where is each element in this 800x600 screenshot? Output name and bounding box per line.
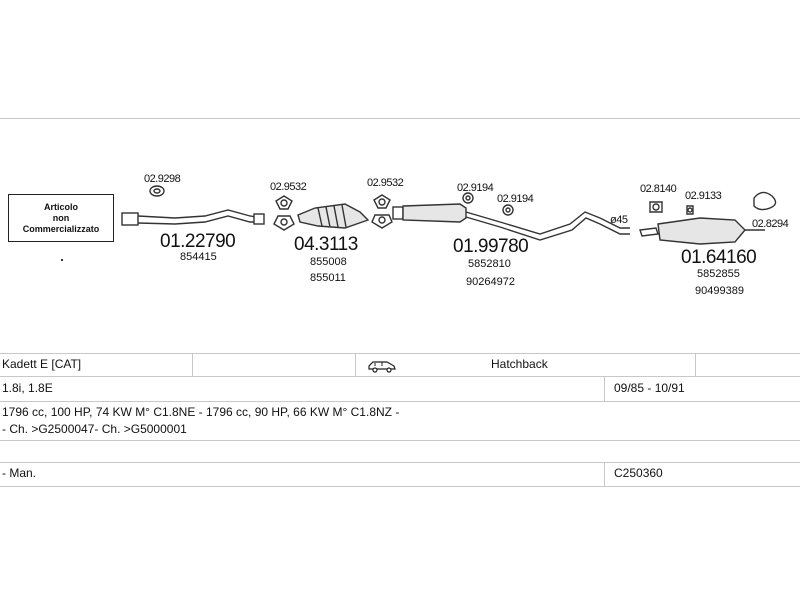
transmission: - Man. bbox=[2, 466, 37, 480]
note-line-2: non bbox=[52, 212, 70, 223]
part-number-catalyst[interactable]: 04.3113 bbox=[294, 234, 358, 255]
catalytic-converter-drawing bbox=[297, 203, 370, 229]
kit-code: C250360 bbox=[614, 466, 663, 480]
col-divider-1 bbox=[192, 353, 193, 376]
note-line-1: Articolo bbox=[43, 201, 78, 212]
oem-catalyst-2: 855011 bbox=[310, 272, 346, 284]
hanger-middle-2-ref[interactable]: 02.9194 bbox=[497, 193, 534, 205]
body-type: Hatchback bbox=[491, 357, 548, 371]
col-divider-years bbox=[604, 376, 605, 401]
oem-catalyst-1: 855008 bbox=[310, 256, 347, 268]
clamp-drawing bbox=[149, 185, 165, 197]
gasket-left-ref[interactable]: 02.9532 bbox=[270, 181, 307, 193]
front-pipe-drawing bbox=[121, 209, 265, 226]
oem-front-pipe-1: 854415 bbox=[180, 251, 217, 263]
clamp-ref[interactable]: 02.9298 bbox=[144, 173, 181, 185]
col-divider-code bbox=[604, 462, 605, 486]
oem-middle-silencer-1: 5852810 bbox=[468, 258, 511, 270]
gasket-right-ref[interactable]: 02.9532 bbox=[367, 177, 404, 189]
col-divider-3 bbox=[695, 353, 696, 376]
part-number-rear-silencer[interactable]: 01.64160 bbox=[681, 247, 757, 268]
oem-rear-silencer-2: 90499389 bbox=[695, 285, 744, 297]
rear-silencer-drawing bbox=[639, 217, 765, 245]
hanger-middle-1-ref[interactable]: 02.9194 bbox=[457, 182, 494, 194]
dot-marker bbox=[61, 259, 63, 261]
hanger-rear-2-ref[interactable]: 02.9133 bbox=[685, 190, 722, 202]
production-years: 09/85 - 10/91 bbox=[614, 381, 685, 395]
note-line-3: Commercializzato bbox=[22, 223, 100, 234]
model-name: Kadett E [CAT] bbox=[2, 357, 82, 371]
table-top-border bbox=[0, 353, 800, 354]
car-icon bbox=[368, 361, 396, 373]
middle-hangers-drawing bbox=[462, 192, 514, 216]
pipe-diameter-label: ø45 bbox=[610, 214, 628, 226]
part-number-front-pipe[interactable]: 01.22790 bbox=[160, 231, 236, 252]
part-number-middle-silencer[interactable]: 01.99780 bbox=[453, 236, 529, 257]
oem-middle-silencer-2: 90264972 bbox=[466, 276, 515, 288]
rear-hangers-drawing bbox=[649, 191, 777, 215]
middle-silencer-drawing bbox=[392, 203, 630, 241]
table-row-divider-3 bbox=[0, 440, 800, 441]
exhaust-diagram bbox=[121, 185, 777, 245]
table-bottom-border bbox=[0, 486, 800, 487]
engine-versions: 1.8i, 1.8E bbox=[2, 381, 53, 395]
chassis-range: - Ch. >G2500047- Ch. >G5000001 bbox=[2, 422, 187, 436]
hanger-rear-1-ref[interactable]: 02.8140 bbox=[640, 183, 677, 195]
table-row-divider-4 bbox=[0, 462, 800, 463]
gasket-right-drawing bbox=[371, 194, 393, 229]
table-row-divider-1 bbox=[0, 376, 800, 377]
not-commercialized-box: Articolo non Commercializzato bbox=[8, 194, 114, 242]
engine-specs: 1796 cc, 100 HP, 74 KW M° C1.8NE - 1796 … bbox=[2, 405, 400, 419]
gasket-left-drawing bbox=[273, 195, 295, 231]
table-row-divider-2 bbox=[0, 401, 800, 402]
hanger-rear-3-ref[interactable]: 02.8294 bbox=[752, 218, 789, 230]
top-divider bbox=[0, 118, 800, 119]
oem-rear-silencer-1: 5852855 bbox=[697, 268, 740, 280]
col-divider-2 bbox=[355, 353, 356, 376]
